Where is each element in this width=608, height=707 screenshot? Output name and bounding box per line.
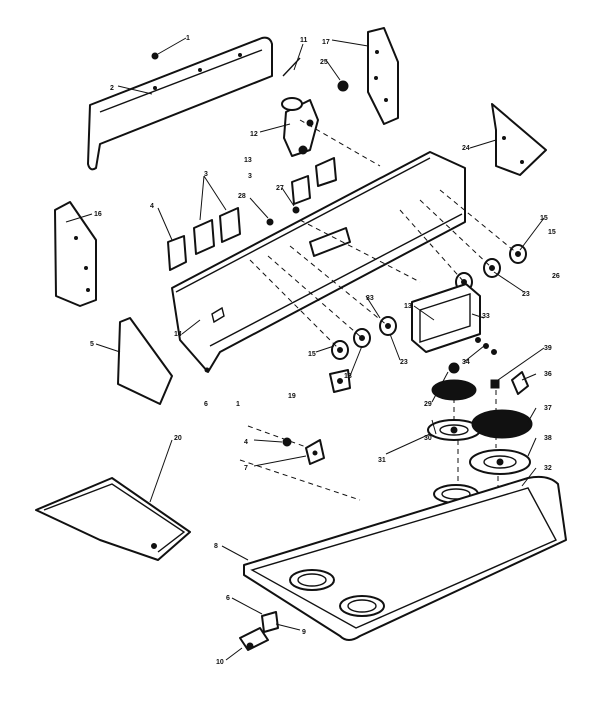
end-bracket-16 — [54, 201, 97, 307]
callout-18: 18 — [344, 373, 352, 380]
large-burner-base-38 — [469, 449, 531, 475]
callout-23a: 23 — [522, 291, 530, 298]
callout-6b: 6 — [226, 595, 230, 602]
callout-12: 12 — [250, 131, 258, 138]
callout-24: 24 — [462, 145, 470, 152]
callout-13a: 13 — [244, 157, 252, 164]
callout-11: 11 — [300, 37, 308, 44]
drip-cover-20 — [35, 477, 191, 561]
callout-15a: 15 — [540, 215, 548, 222]
control-panel-backguard — [171, 151, 466, 373]
callout-1b: 1 — [236, 401, 240, 408]
callout-17: 17 — [322, 39, 330, 46]
screw-1 — [151, 52, 159, 60]
callout-34: 34 — [462, 359, 470, 366]
callout-29a: 29 — [424, 401, 432, 408]
callout-25: 25 — [320, 59, 328, 66]
callout-16: 16 — [94, 211, 102, 218]
clip-7 — [305, 439, 325, 465]
callout-35: 33 — [366, 295, 374, 302]
callout-6: 6 — [204, 401, 208, 408]
callout-10: 10 — [216, 659, 224, 666]
callout-30: 30 — [424, 435, 432, 442]
callout-5: 5 — [90, 341, 94, 348]
callout-31: 31 — [378, 457, 386, 464]
callout-27: 27 — [276, 185, 284, 192]
callout-38: 38 — [544, 435, 552, 442]
callout-20: 20 — [174, 435, 182, 442]
assembly-leaders — [239, 119, 519, 512]
infinite-switch-group — [167, 157, 337, 271]
side-panel-5 — [117, 317, 173, 405]
callout-3a: 3 — [204, 171, 208, 178]
callout-19: 19 — [288, 393, 296, 400]
callout-33: 33 — [482, 313, 490, 320]
callout-7: 7 — [244, 465, 248, 472]
callout-37: 37 — [544, 405, 552, 412]
callout-8: 8 — [214, 543, 218, 550]
small-burner-cap-39 — [490, 379, 500, 389]
callout-15c: 15 — [308, 351, 316, 358]
callout-leaders — [65, 37, 545, 661]
callout-3b: 3 — [248, 173, 252, 180]
large-burner-head-37 — [471, 409, 533, 439]
control-switch-12 — [281, 97, 319, 157]
callout-36: 36 — [544, 371, 552, 378]
callout-15b: 15 — [548, 229, 556, 236]
hinge-pin-10 — [239, 627, 269, 651]
screws-34 — [475, 337, 497, 355]
callout-39: 39 — [544, 345, 552, 352]
callout-26: 26 — [552, 273, 560, 280]
hinge-9 — [261, 611, 279, 633]
burner-head-30 — [431, 379, 477, 401]
nut-25 — [337, 80, 349, 92]
callout-4b: 4 — [244, 439, 248, 446]
callout-23b: 23 — [400, 359, 408, 366]
cooktop-main-top — [243, 475, 567, 641]
side-bracket-17 — [367, 27, 399, 125]
rear-trim-strip — [87, 36, 273, 171]
burner-cap-29 — [448, 362, 460, 374]
callout-1: 1 — [186, 35, 190, 42]
callout-28: 28 — [238, 193, 246, 200]
orifice-36 — [511, 371, 529, 395]
callout-9: 9 — [302, 629, 306, 636]
callout-13b: 13 — [404, 303, 412, 310]
callout-2: 2 — [110, 85, 114, 92]
callout-labels: 1 2 11 17 25 12 13 3 3 28 27 24 4 16 15 … — [90, 35, 560, 666]
signal-light-19 — [329, 369, 351, 393]
clock-timer-33 — [411, 283, 481, 353]
callout-32: 32 — [544, 465, 552, 472]
screw-4 — [282, 437, 292, 447]
callout-4a: 4 — [150, 203, 154, 210]
end-bracket-24 — [491, 103, 547, 176]
callout-14: 14 — [174, 331, 182, 338]
